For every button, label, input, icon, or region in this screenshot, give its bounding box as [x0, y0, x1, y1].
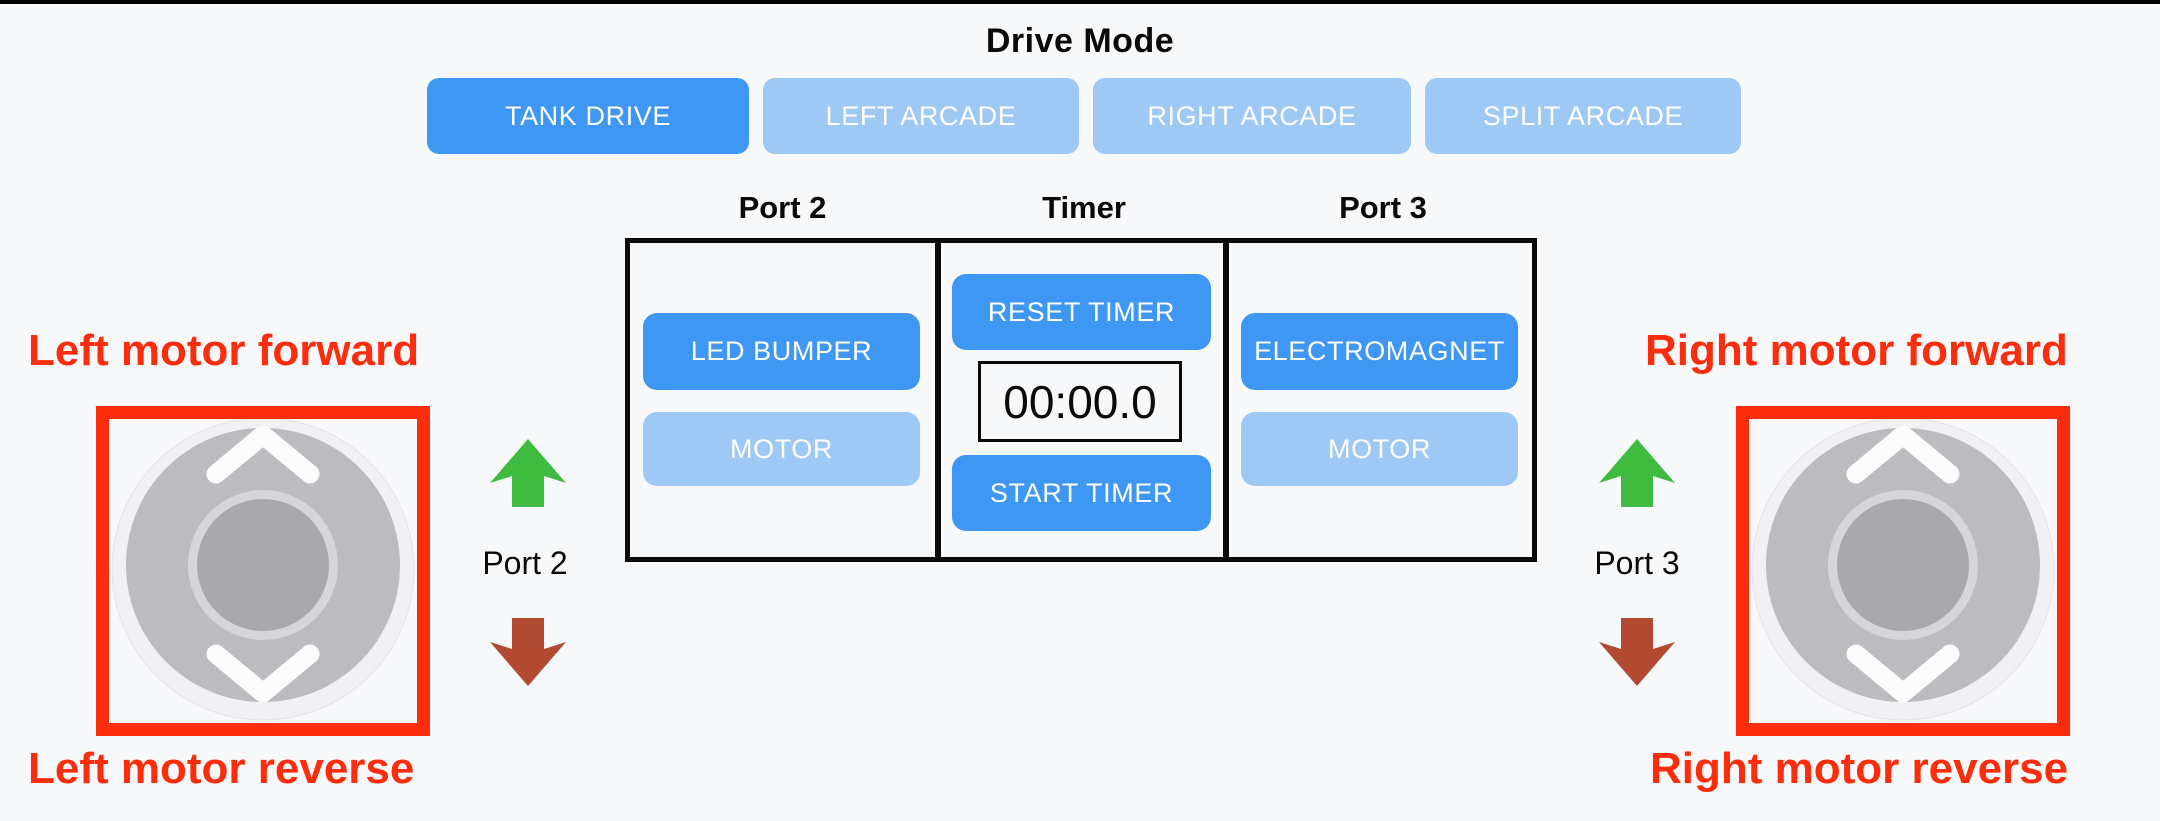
green-up-arrow-icon — [490, 439, 566, 507]
red-down-arrow-icon — [1599, 618, 1675, 686]
top-black-bar — [0, 0, 2160, 4]
drive-mode-button-row: TANK DRIVE LEFT ARCADE RIGHT ARCADE SPLI… — [427, 78, 1741, 154]
port2-motor-button[interactable]: MOTOR — [643, 412, 920, 486]
right-motor-reverse-label: Right motor reverse — [1650, 744, 2069, 793]
right-arcade-button[interactable]: RIGHT ARCADE — [1093, 78, 1411, 154]
start-timer-button[interactable]: START TIMER — [952, 455, 1211, 531]
left-motor-forward-label: Left motor forward — [28, 326, 420, 375]
drive-mode-title: Drive Mode — [985, 22, 1175, 60]
port3-motor-button[interactable]: MOTOR — [1241, 412, 1518, 486]
left-arcade-button[interactable]: LEFT ARCADE — [763, 78, 1079, 154]
chevron-down-icon — [206, 644, 320, 703]
red-down-arrow-icon — [490, 618, 566, 686]
right-joystick[interactable] — [1736, 406, 2070, 736]
joystick-graphic — [1751, 419, 2055, 721]
table-divider — [1223, 243, 1229, 557]
port3-column-header: Port 3 — [1339, 190, 1427, 225]
control-table: LED BUMPER MOTOR RESET TIMER 00:00.0 STA… — [625, 238, 1537, 562]
timer-display: 00:00.0 — [978, 361, 1182, 442]
left-motor-reverse-label: Left motor reverse — [28, 744, 415, 793]
timer-column-header: Timer — [1042, 190, 1126, 225]
led-bumper-button[interactable]: LED BUMPER — [643, 313, 920, 390]
split-arcade-button[interactable]: SPLIT ARCADE — [1425, 78, 1741, 154]
electromagnet-button[interactable]: ELECTROMAGNET — [1241, 313, 1518, 390]
green-up-arrow-icon — [1599, 439, 1675, 507]
right-port-label: Port 3 — [1594, 545, 1680, 581]
port2-column-header: Port 2 — [738, 190, 827, 225]
left-joystick[interactable] — [96, 406, 430, 736]
joystick-graphic — [111, 419, 415, 721]
chevron-down-icon — [1846, 644, 1960, 703]
chevron-up-icon — [206, 425, 320, 484]
table-divider — [935, 243, 941, 557]
chevron-up-icon — [1846, 425, 1960, 484]
left-port-label: Port 2 — [482, 545, 568, 581]
right-motor-forward-label: Right motor forward — [1645, 326, 2068, 375]
reset-timer-button[interactable]: RESET TIMER — [952, 274, 1211, 350]
tank-drive-button[interactable]: TANK DRIVE — [427, 78, 749, 154]
